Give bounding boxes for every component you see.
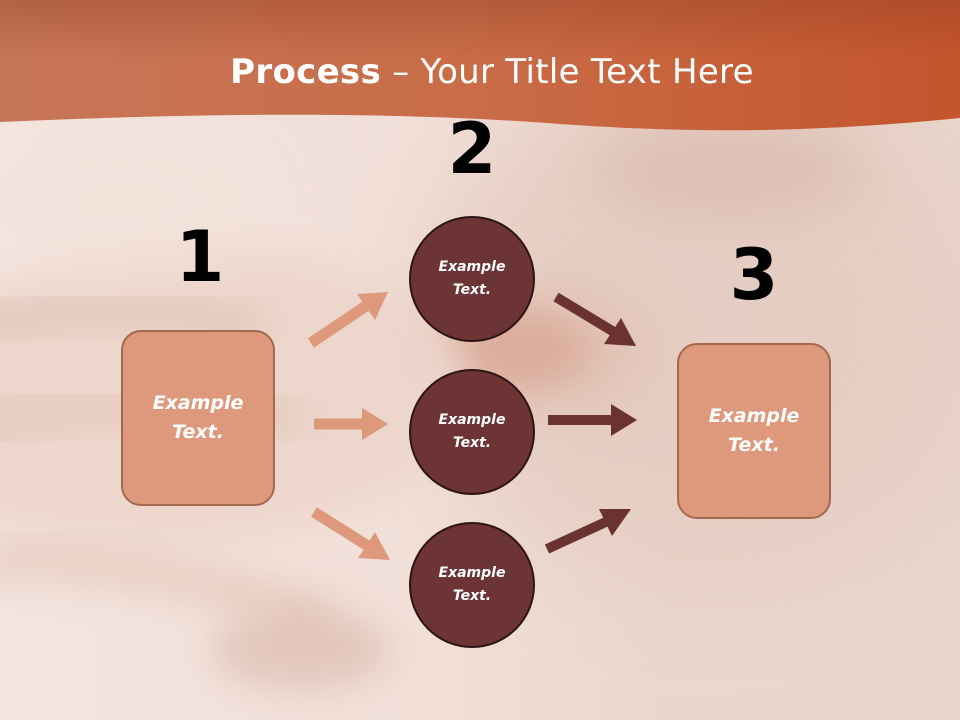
end-box-text-line-2: Text. [728, 434, 780, 456]
start-box-text-line-2: Text. [172, 421, 224, 443]
title-bold-part: Process [230, 52, 382, 92]
process-circle-top: Example Text. [409, 216, 535, 342]
circle-top-text-line-1: Example [438, 259, 506, 275]
step-number-2: 2 [447, 108, 497, 190]
title-rest-part: – Your Title Text Here [381, 52, 754, 92]
start-box: Example Text. [121, 330, 275, 506]
slide-title: Process – Your Title Text Here [0, 52, 960, 92]
arrow-bottom-to-end [544, 509, 631, 554]
process-circle-bottom: Example Text. [409, 522, 535, 648]
arrow-start-to-top [307, 292, 388, 348]
circle-bottom-text-line-1: Example [438, 565, 506, 581]
circle-middle-text-line-1: Example [438, 412, 506, 428]
arrow-start-to-bottom [311, 507, 390, 560]
end-box: Example Text. [677, 343, 831, 519]
circle-top-text-line-2: Text. [452, 282, 492, 298]
arrow-start-to-middle [314, 408, 388, 440]
step-number-3: 3 [729, 234, 779, 316]
step-number-1: 1 [175, 216, 225, 298]
header-band [0, 0, 960, 131]
start-box-text-line-1: Example [152, 392, 244, 414]
arrow-middle-to-end [548, 404, 637, 436]
arrow-top-to-end [553, 292, 636, 346]
process-circle-middle: Example Text. [409, 369, 535, 495]
end-box-text-line-1: Example [708, 405, 800, 427]
circle-bottom-text-line-2: Text. [452, 588, 492, 604]
circle-middle-text-line-2: Text. [452, 435, 492, 451]
